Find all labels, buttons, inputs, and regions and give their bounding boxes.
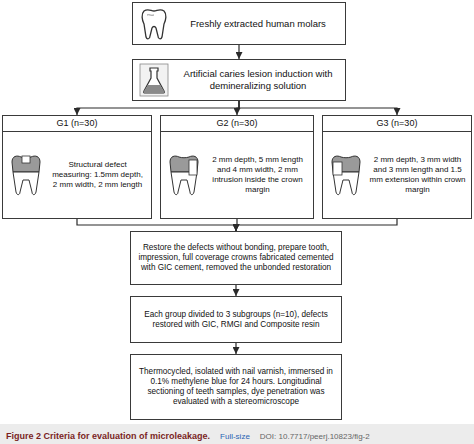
process-box: Each group divided to 3 subgroups (n=10)… — [130, 296, 342, 343]
step-text: Each group divided to 3 subgroups (n=10)… — [137, 310, 335, 330]
group-heading: G3 (n=30) — [323, 116, 471, 132]
icon-frame — [140, 64, 168, 96]
group-box: G1 (n=30) Structural defect measuring: 1.… — [2, 115, 152, 219]
group-description: 2 mm depth, 3 mm width and 3 mm length a… — [369, 155, 466, 194]
group-description: 2 mm depth, 5 mm length and 4 mm width, … — [207, 155, 308, 194]
flow-arrow — [77, 101, 239, 115]
step-text: Artificial caries lesion induction with … — [177, 68, 339, 91]
tooth-defect-illustration — [7, 152, 45, 198]
caption-bar: Figure 2 Criteria for evaluation of micr… — [0, 424, 474, 444]
flask-liquid — [144, 85, 165, 93]
tooth-detail — [147, 14, 154, 16]
group-heading: G1 (n=30) — [3, 116, 151, 132]
link-label: Full-size — [220, 432, 250, 441]
group-body: 2 mm depth, 5 mm length and 4 mm width, … — [161, 132, 313, 218]
defect — [333, 162, 342, 175]
flask-outline — [144, 68, 165, 93]
process-box: Restore the defects without bonding, pre… — [130, 231, 342, 285]
flow-arrow — [77, 219, 236, 231]
group-description: Structural defect measuring: 1.5mm depth… — [49, 160, 146, 189]
flow-arrow — [238, 45, 239, 59]
tooth-defect-illustration — [327, 152, 365, 198]
step-text: Freshly extracted human molars — [177, 18, 339, 30]
step-text: Restore the defects without bonding, pre… — [137, 243, 335, 273]
tooth-outline — [142, 9, 166, 38]
process-box: Thermocycled, isolated with nail varnish… — [130, 354, 342, 420]
group-body: 2 mm depth, 3 mm width and 3 mm length a… — [323, 132, 471, 218]
defect — [189, 160, 197, 175]
figure-caption: Figure 2 Criteria for evaluation of micr… — [6, 431, 210, 441]
process-box: Freshly extracted human molars — [132, 2, 346, 45]
flask-icon — [139, 63, 169, 97]
crown — [12, 156, 40, 172]
tooth-icon — [139, 7, 169, 41]
group-body: Structural defect measuring: 1.5mm depth… — [3, 132, 151, 218]
tooth-defect-illustration — [165, 152, 203, 198]
group-box: G2 (n=30) 2 mm depth, 5 mm length and 4 m… — [160, 115, 314, 219]
step-text: Thermocycled, isolated with nail varnish… — [137, 367, 335, 407]
flow-arrow — [235, 343, 236, 354]
process-box: Artificial caries lesion induction with … — [132, 59, 346, 101]
root — [13, 172, 39, 195]
defect — [22, 156, 30, 163]
doi-label: DOI: 10.7717/peerj.10823/fig-2 — [260, 432, 370, 441]
flow-arrow — [236, 219, 397, 231]
flow-arrow — [235, 285, 236, 296]
group-box: G3 (n=30) 2 mm depth, 3 mm width and 3 mm… — [322, 115, 472, 219]
flow-arrow — [239, 101, 397, 115]
group-heading: G2 (n=30) — [161, 116, 313, 132]
